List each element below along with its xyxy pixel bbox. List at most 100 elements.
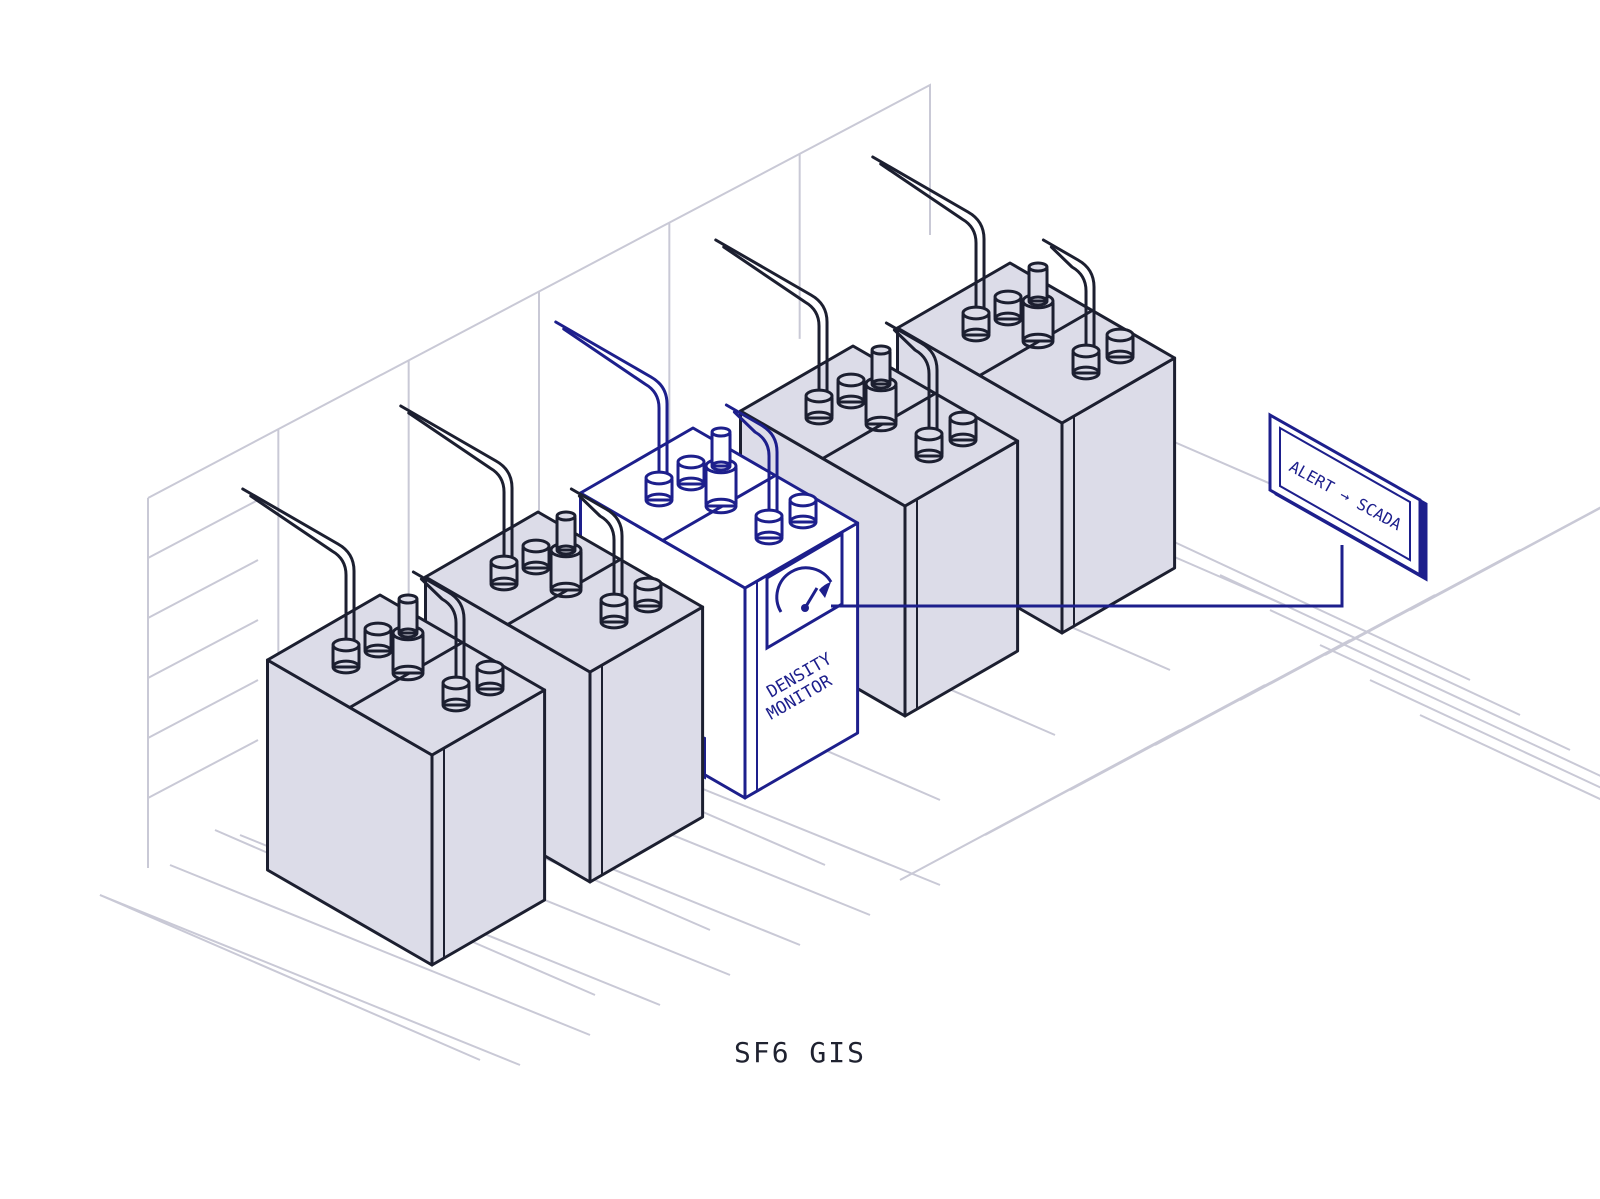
wall-row-line <box>147 679 259 739</box>
floor-line <box>1419 714 1600 801</box>
bushing-main-stem-base <box>555 544 577 556</box>
bushing-c-cap <box>599 592 629 608</box>
bushing-main-stem-cap <box>870 344 892 356</box>
wall-row-line <box>147 619 259 679</box>
cable-c <box>1049 245 1088 353</box>
module-top-divider <box>821 392 937 460</box>
cable-a-inner <box>399 404 514 564</box>
bushing-main-stem-cap <box>555 510 577 522</box>
cable-c-inner <box>724 403 779 518</box>
bushing-d-base <box>633 598 663 614</box>
bushing-c-cap <box>914 426 944 442</box>
bushing-main-base <box>391 664 425 682</box>
bushing-c-base <box>441 697 471 713</box>
bushing-d-cap <box>948 410 978 426</box>
cable-a-inner <box>871 155 986 315</box>
cable-c <box>419 577 458 685</box>
cable-a <box>562 327 661 480</box>
alert-panel-inner <box>1279 426 1411 562</box>
bushing-d-cap <box>475 659 505 675</box>
bushing-main-stem-base <box>710 460 732 472</box>
cable-c <box>577 494 616 602</box>
cable-c <box>892 328 931 436</box>
cable-c <box>732 410 771 518</box>
bushing-main-base <box>549 581 583 599</box>
module-top-divider <box>661 474 777 542</box>
module-top-divider <box>978 309 1094 377</box>
bushing-a-cap <box>804 388 834 404</box>
bushing-a-base <box>961 327 991 343</box>
bushing-b-base <box>521 560 551 576</box>
bushing-a-base <box>804 410 834 426</box>
bushing-main-base <box>864 415 898 433</box>
bushing-main-stem-base <box>397 627 419 639</box>
cable-c-inner <box>569 487 624 602</box>
floor-line <box>1319 644 1600 777</box>
module-top-divider <box>506 558 622 626</box>
bushing-main-stem-cap <box>1027 261 1049 273</box>
bushing-d-cap <box>788 492 818 508</box>
floor-line <box>1169 539 1471 681</box>
bushing-d-cap <box>1105 327 1135 343</box>
bushing-c-base <box>754 530 784 546</box>
bushing-a-cap <box>331 637 361 653</box>
bushing-a-base <box>644 492 674 508</box>
bushing-b-cap <box>836 372 866 388</box>
bushing-main-stem-cap <box>710 426 732 438</box>
wall-row-line <box>147 559 259 619</box>
bushing-b-cap <box>676 454 706 470</box>
bushing-a-base <box>331 659 361 675</box>
cable-a <box>722 245 821 398</box>
floor-line <box>1269 609 1571 751</box>
diagram-caption: SF6 GIS <box>733 1036 866 1069</box>
bushing-c-base <box>1071 365 1101 381</box>
gauge-red-zone <box>819 582 831 598</box>
cable-c-inner <box>884 321 939 436</box>
bushing-main-stem-base <box>1027 295 1049 307</box>
bushing-b-cap <box>993 289 1023 305</box>
alert-panel <box>1268 412 1422 578</box>
cable-a-inner <box>714 238 829 398</box>
floor-line <box>99 894 481 1061</box>
bushing-d-base <box>788 514 818 530</box>
bushing-c-base <box>914 448 944 464</box>
bushing-c-cap <box>1071 343 1101 359</box>
bushing-a-cap <box>644 470 674 486</box>
bushing-c-cap <box>754 508 784 524</box>
gauge-pivot <box>801 604 809 612</box>
bushing-a-cap <box>489 554 519 570</box>
floor-line <box>1219 574 1521 716</box>
floor-line <box>169 864 591 1036</box>
density-gauge-icon <box>765 531 844 651</box>
bushing-d-base <box>948 432 978 448</box>
cable-a <box>407 411 506 564</box>
bushing-main-stem-base <box>870 378 892 390</box>
bushing-d-base <box>1105 349 1135 365</box>
bushing-b-cap <box>363 621 393 637</box>
bushing-a-base <box>489 576 519 592</box>
bushing-d-base <box>475 681 505 697</box>
bushing-main-base <box>704 497 738 515</box>
cable-a-inner <box>554 320 669 480</box>
gauge-arc <box>775 566 833 613</box>
bushing-d-cap <box>633 576 663 592</box>
bushing-b-base <box>836 394 866 410</box>
wall-row-line <box>147 739 259 799</box>
bushing-b-base <box>676 476 706 492</box>
bushing-b-cap <box>521 538 551 554</box>
floor-line <box>1409 507 1600 611</box>
gis-module <box>241 487 547 967</box>
wall-row-line <box>147 499 259 559</box>
bushing-b-base <box>363 643 393 659</box>
bushing-b-base <box>993 311 1023 327</box>
module-top-divider <box>348 641 464 709</box>
cable-a <box>879 162 978 315</box>
cable-a <box>249 494 348 647</box>
bushing-main-stem-cap <box>397 593 419 605</box>
floor-line <box>99 894 521 1066</box>
bushing-c-base <box>599 614 629 630</box>
bushing-a-cap <box>961 305 991 321</box>
